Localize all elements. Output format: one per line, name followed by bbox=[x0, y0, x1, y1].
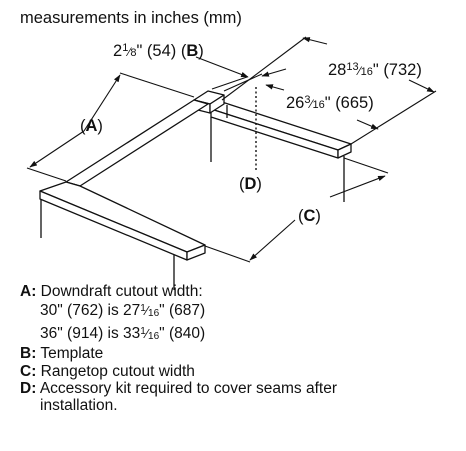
dim-label-overall: 2813⁄16" (732) bbox=[328, 61, 422, 79]
dim-label-c: (C) bbox=[298, 207, 321, 225]
legend-a36-value: 36" (914) is 33 bbox=[40, 324, 141, 342]
legend-text-d2: installation. bbox=[40, 397, 118, 415]
legend-item-d: D: Accessory kit required to cover seams… bbox=[20, 380, 460, 397]
left-bar-top bbox=[65, 99, 209, 187]
legend-key-b: B: bbox=[20, 345, 37, 363]
legend-item-a: A: Downdraft cutout width: bbox=[20, 283, 460, 300]
extension-lines bbox=[26, 36, 437, 263]
legend-item-c: C: Rangetop cutout width bbox=[20, 363, 460, 380]
support-legs bbox=[40, 105, 345, 290]
legend-key-c: C: bbox=[20, 362, 37, 380]
legend-a30-frac-num: 1 bbox=[140, 303, 146, 315]
legend-text-d: Accessory kit required to cover seams af… bbox=[39, 380, 338, 398]
dim-label-b: 21⁄8" (54) (B) bbox=[113, 42, 204, 60]
legend-a30-frac-den: 16 bbox=[148, 308, 160, 320]
units-header: measurements in inches (mm) bbox=[20, 9, 242, 27]
front-bar-top bbox=[39, 181, 206, 253]
dim-label-inner: 263⁄16" (665) bbox=[286, 94, 374, 112]
legend-key-d: D: bbox=[20, 380, 37, 398]
legend-a36-frac-num: 1 bbox=[140, 325, 146, 337]
legend-a-line-36: 36" (914) is 331⁄16" (840) bbox=[40, 324, 206, 342]
legend-d-line-2: installation. bbox=[20, 397, 460, 414]
dimension-lines bbox=[29, 37, 435, 261]
legend-text-c: Rangetop cutout width bbox=[40, 362, 195, 380]
template-block-side bbox=[209, 94, 225, 114]
front-bar-end bbox=[186, 244, 206, 261]
dim-label-d: (D) bbox=[239, 175, 262, 193]
legend-key-a: A: bbox=[20, 283, 37, 300]
legend-text-a: Downdraft cutout width: bbox=[40, 283, 203, 300]
legend-text-b: Template bbox=[40, 345, 104, 363]
legend-a30-value: 30" (762) is 27 bbox=[40, 302, 141, 320]
template-frame bbox=[39, 90, 352, 261]
legend-a36-frac-den: 16 bbox=[148, 330, 160, 342]
legend-a30-mm: " (687) bbox=[159, 302, 206, 320]
legend-item-b: B: Template bbox=[20, 345, 460, 362]
legend-a36-mm: " (840) bbox=[159, 324, 206, 342]
dim-label-a: (A) bbox=[80, 117, 103, 135]
legend-a-line-30: 30" (762) is 271⁄16" (687) bbox=[40, 302, 206, 320]
legend: A: Downdraft cutout width: 30" (762) is … bbox=[20, 283, 460, 415]
back-bar-end bbox=[337, 143, 352, 159]
